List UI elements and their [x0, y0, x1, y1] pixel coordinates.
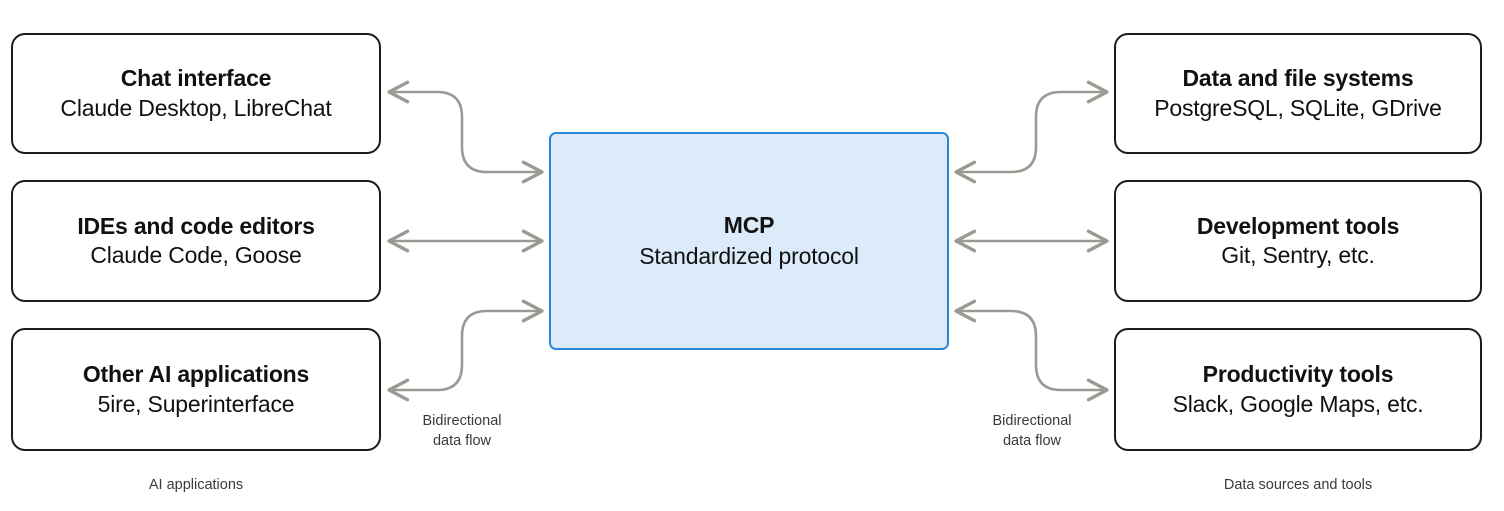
node-chat-interface[interactable]: Chat interface Claude Desktop, LibreChat — [11, 33, 381, 154]
node-data-and-file-systems-title: Data and file systems — [1182, 65, 1414, 92]
node-productivity-tools[interactable]: Productivity tools Slack, Google Maps, e… — [1114, 328, 1482, 451]
group-caption-ai-applications: AI applications — [148, 477, 244, 493]
flow-label-left-line2: data flow — [432, 432, 492, 449]
node-other-ai-applications-title: Other AI applications — [82, 361, 310, 388]
node-productivity-tools-title: Productivity tools — [1202, 361, 1394, 388]
node-mcp-protocol-subtitle: Standardized protocol — [639, 242, 859, 269]
connector-other-ai-to-mcp — [387, 299, 544, 402]
flow-label-right-line2: data flow — [1002, 432, 1062, 449]
node-ides-and-code-editors[interactable]: IDEs and code editors Claude Code, Goose — [11, 180, 381, 302]
node-mcp-protocol-title: MCP — [723, 211, 775, 238]
node-ides-and-code-editors-subtitle: Claude Code, Goose — [90, 242, 302, 268]
connector-mcp-to-data-systems — [954, 80, 1109, 184]
flow-label-right: Bidirectional data flow — [968, 412, 1096, 451]
connector-mcp-to-productivity-tools — [954, 299, 1109, 402]
flow-label-left: Bidirectional data flow — [398, 412, 526, 451]
node-development-tools-title: Development tools — [1196, 212, 1400, 239]
node-data-and-file-systems[interactable]: Data and file systems PostgreSQL, SQLite… — [1114, 33, 1482, 154]
flow-label-right-line1: Bidirectional — [992, 413, 1072, 429]
node-data-and-file-systems-subtitle: PostgreSQL, SQLite, GDrive — [1154, 94, 1442, 121]
node-chat-interface-title: Chat interface — [120, 65, 272, 92]
node-development-tools-subtitle: Git, Sentry, etc. — [1221, 242, 1375, 268]
node-chat-interface-subtitle: Claude Desktop, LibreChat — [60, 94, 332, 121]
node-productivity-tools-subtitle: Slack, Google Maps, etc. — [1172, 390, 1424, 417]
group-caption-data-sources-and-tools: Data sources and tools — [1223, 477, 1373, 493]
node-mcp-protocol[interactable]: MCP Standardized protocol — [549, 132, 949, 350]
node-development-tools[interactable]: Development tools Git, Sentry, etc. — [1114, 180, 1482, 302]
node-ides-and-code-editors-title: IDEs and code editors — [77, 212, 315, 239]
connector-chat-to-mcp — [387, 80, 544, 184]
node-other-ai-applications[interactable]: Other AI applications 5ire, Superinterfa… — [11, 328, 381, 451]
flow-label-left-line1: Bidirectional — [422, 413, 502, 429]
node-other-ai-applications-subtitle: 5ire, Superinterface — [97, 390, 295, 417]
